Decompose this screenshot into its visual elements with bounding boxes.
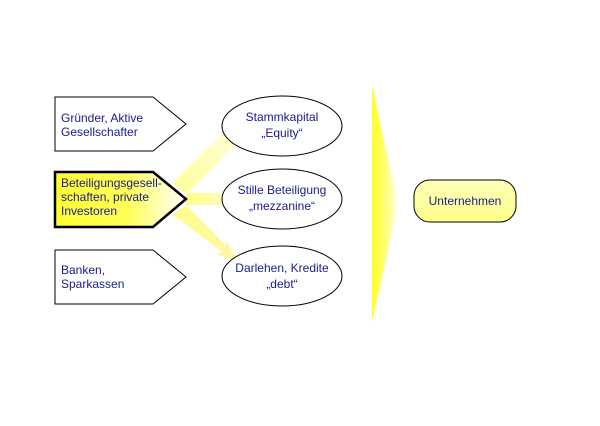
target-company: Unternehmen [413,179,517,223]
source-founders: Gründer, Aktive Gesellschafter [54,96,187,152]
capital-mezzanine: Stille Beteiligung „mezzanine“ [221,168,343,230]
source-banks-shape [54,249,187,305]
source-investors-line3: Investoren [61,204,117,218]
source-banks-line1: Banken, [61,263,105,277]
source-investors-line1: Beteiligungsgesell- [61,176,162,190]
capital-equity-shape [221,95,343,157]
source-banks-line2: Sparkassen [61,277,124,291]
source-banks: Banken, Sparkassen [54,249,187,305]
source-founders-line2: Gesellschafter [61,125,138,139]
capital-debt-line2: „debt“ [266,277,297,291]
target-company-label: Unternehmen [429,194,502,208]
source-founders-line1: Gründer, Aktive [61,111,143,125]
capital-debt-shape [221,245,343,307]
capital-debt-line1: Darlehen, Kredite [235,261,329,275]
source-investors-line2: schaften, private [61,190,149,204]
capital-equity-line2: „Equity“ [261,126,302,140]
capital-equity: Stammkapital „Equity“ [221,95,343,157]
capital-mezzanine-line1: Stille Beteiligung [238,183,327,197]
source-investors: Beteiligungsgesell- schaften, private In… [53,170,188,229]
capital-equity-line1: Stammkapital [246,110,319,124]
arrow-to-debt [172,206,238,262]
source-investors-shape [53,170,188,229]
source-founders-shape [54,96,187,152]
capital-mezzanine-shape [221,168,343,230]
target-company-shape [413,179,517,223]
arrow-to-equity [172,120,244,194]
capital-mezzanine-line2: „mezzanine“ [249,199,315,213]
capital-debt: Darlehen, Kredite „debt“ [221,245,343,307]
big-arrow [372,85,398,322]
